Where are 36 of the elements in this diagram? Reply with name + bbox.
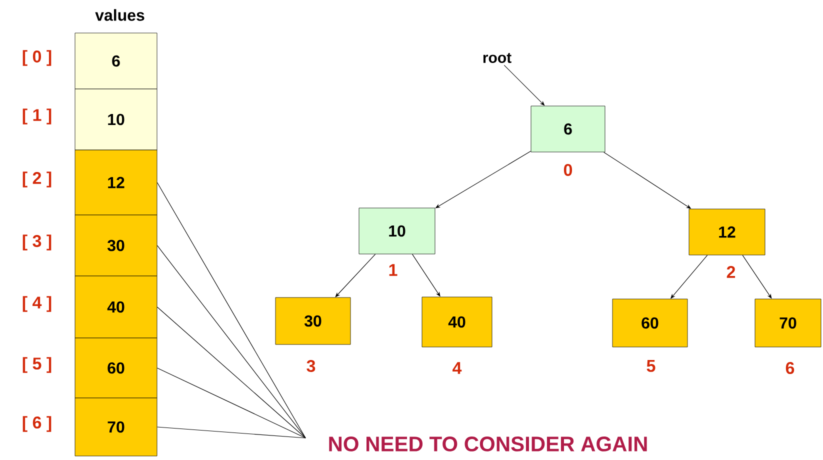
index-label: 2 xyxy=(726,266,736,278)
index-label: 0 xyxy=(564,164,572,176)
array-cell: 12 xyxy=(74,150,158,216)
leader-line xyxy=(156,426,306,438)
arrow xyxy=(504,64,545,106)
index-label: 1 xyxy=(389,264,398,276)
tree-node-box: 70 xyxy=(754,298,822,348)
index-label: [ 0 ] xyxy=(22,50,52,66)
tree-node-box: 60 xyxy=(612,298,688,348)
array-cell: 60 xyxy=(74,338,158,398)
index-label: [ 6 ] xyxy=(22,416,52,432)
root-label: root xyxy=(483,53,512,63)
index-label: [ 1 ] xyxy=(22,108,52,124)
tree-node-box: 12 xyxy=(688,208,766,256)
leader-line xyxy=(156,182,306,438)
index-label: 6 xyxy=(786,362,794,374)
index-label: 4 xyxy=(452,362,462,374)
index-label: 5 xyxy=(646,360,656,372)
array-cell: 70 xyxy=(74,398,158,456)
index-label: 3 xyxy=(306,360,316,372)
array-cell: 30 xyxy=(74,214,158,276)
tree-node-box: 40 xyxy=(422,296,492,348)
index-label: [ 4 ] xyxy=(22,296,52,312)
index-label: [ 3 ] xyxy=(22,234,52,250)
leader-line xyxy=(156,368,306,438)
leader-line xyxy=(156,245,306,438)
tree-node-box: 6 xyxy=(530,106,606,152)
leader-line xyxy=(156,306,306,438)
tree-node-box: 10 xyxy=(358,208,436,254)
array-cell: 10 xyxy=(74,88,158,150)
array-cell: 40 xyxy=(74,276,158,338)
tree-node-box: 30 xyxy=(275,297,351,345)
index-label: [ 2 ] xyxy=(22,172,52,188)
array-cell: 6 xyxy=(74,32,158,90)
index-label: [ 5 ] xyxy=(22,357,52,373)
note-text: NO NEED TO CONSIDER AGAIN xyxy=(329,436,647,452)
